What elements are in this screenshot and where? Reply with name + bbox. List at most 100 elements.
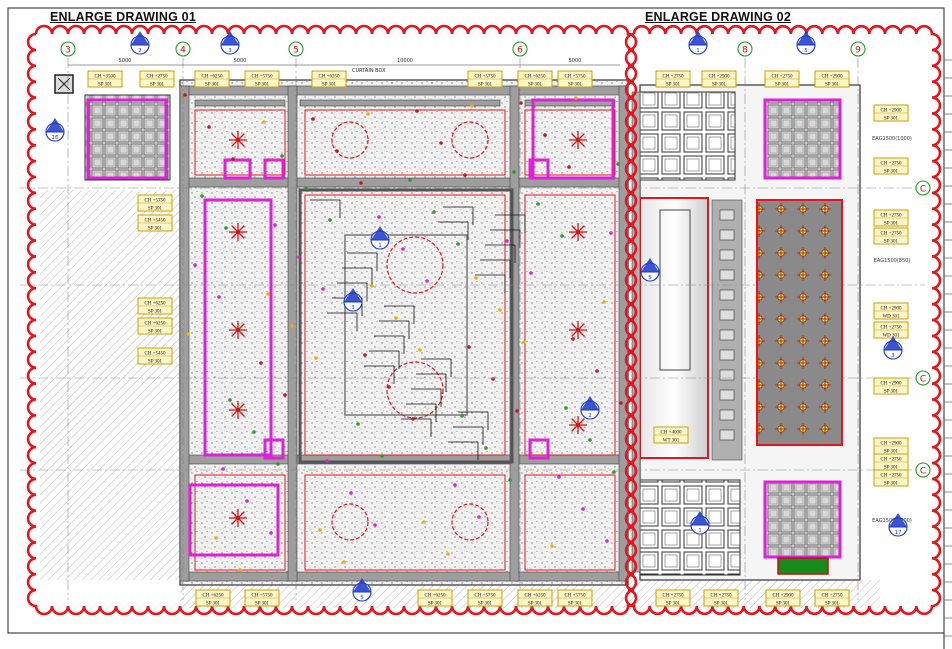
tag-ch: CH +2750 (880, 326, 902, 331)
light-fixture (238, 568, 242, 572)
tag-ch: CH +5750 (564, 75, 586, 80)
tag-sp: SP 301 (712, 83, 727, 88)
ceiling-outline (304, 109, 506, 176)
highlight-box (188, 483, 280, 557)
grid-label: 8 (742, 46, 748, 56)
section-arrow (689, 31, 707, 45)
section-arrow (884, 336, 902, 350)
tag-ch: CH +2750 (880, 232, 902, 237)
light-fixture (193, 263, 197, 267)
tag-ch: CH +2900 (880, 109, 902, 114)
section-arrow (344, 288, 362, 302)
tag-sp: SP 301 (884, 117, 899, 122)
light-fixture (522, 340, 526, 344)
light-fixture (314, 356, 318, 360)
grid-label: 5 (293, 46, 299, 56)
chandelier-center (235, 407, 241, 413)
vertical-fixture (719, 289, 735, 301)
tag-ch: CH +2900 (821, 75, 843, 80)
tag-sp: WD 301 (882, 334, 900, 339)
tag-ch: CH +2750 (662, 75, 684, 80)
tag-sp: SP 301 (825, 83, 840, 88)
tag-sp: SP 301 (478, 83, 493, 88)
light-fixture (574, 96, 578, 100)
tag-sp: SP 301 (568, 83, 583, 88)
light-fixture (432, 210, 436, 214)
title-enlarge-drawing-02: ENLARGE DRAWING 02 (645, 10, 791, 24)
light-fixture (359, 181, 363, 185)
dome-circle (386, 361, 444, 419)
light-fixture (401, 247, 405, 251)
light-fixture (318, 528, 322, 532)
chandelier-center (235, 515, 241, 521)
light-fixture (529, 271, 533, 275)
beam (179, 571, 629, 582)
light-fixture (536, 202, 540, 206)
light-fixture (259, 361, 263, 365)
tag-ch: CH +6250 (201, 75, 223, 80)
tag-sp: SP 301 (148, 207, 163, 212)
chandelier-center (235, 137, 241, 143)
highlight-box (263, 158, 285, 180)
tag-sp: WD 301 (882, 315, 900, 320)
ceiling-height-tag: CH +5750 SP 301 (244, 70, 280, 88)
beam (287, 85, 298, 582)
tag-sp: SP 301 (666, 602, 681, 607)
tag-ch: CH +2900 (772, 594, 794, 599)
chandelier-center (235, 327, 241, 333)
ceiling-outline (304, 474, 506, 571)
dome-circle (331, 121, 369, 159)
dimension-text: 5000 (569, 58, 582, 64)
ceiling-outline (524, 474, 616, 571)
grid-bubble (175, 41, 191, 57)
light-fixture (290, 324, 294, 328)
hatch-zone-left (40, 190, 180, 580)
light-fixture (325, 459, 329, 463)
chandelier-center (575, 422, 581, 428)
section-arrow (221, 31, 239, 45)
tag-ch: CH +5750 (251, 594, 273, 599)
grid-label: C (920, 375, 926, 385)
light-fixture (214, 536, 218, 540)
tag-sp: SP 301 (714, 602, 729, 607)
light-fixture (612, 470, 616, 474)
highlight-box (531, 98, 615, 180)
dimension-text: 10000 (397, 58, 413, 64)
dimension-text: 5000 (234, 58, 247, 64)
vertical-fixture (719, 229, 735, 241)
section-label: 1 (378, 243, 382, 249)
highlight-box (223, 158, 252, 180)
ceiling-height-tag: CH +2750 WD 301 (873, 321, 909, 339)
light-fixture (460, 414, 464, 418)
central-frame (298, 188, 514, 464)
tag-ch: CH +5750 (251, 75, 273, 80)
tag-ch: CH +5750 (474, 594, 496, 599)
light-fixture (304, 186, 308, 190)
light-fixture (456, 242, 460, 246)
light-fixture (605, 539, 609, 543)
section-arrow (797, 31, 815, 45)
light-fixture (418, 348, 422, 352)
light-fixture (508, 478, 512, 482)
tag-sp: SP 301 (255, 83, 270, 88)
atrium-void (639, 197, 709, 459)
tag-ch: CH +6250 (424, 594, 446, 599)
section-arrow (371, 226, 389, 240)
light-fixture (366, 112, 370, 116)
light-fixture (183, 93, 187, 97)
light-fixture (321, 287, 325, 291)
light-fixture (224, 226, 228, 230)
tag-ch: CH +2900 (880, 382, 902, 387)
light-fixture (581, 507, 585, 511)
